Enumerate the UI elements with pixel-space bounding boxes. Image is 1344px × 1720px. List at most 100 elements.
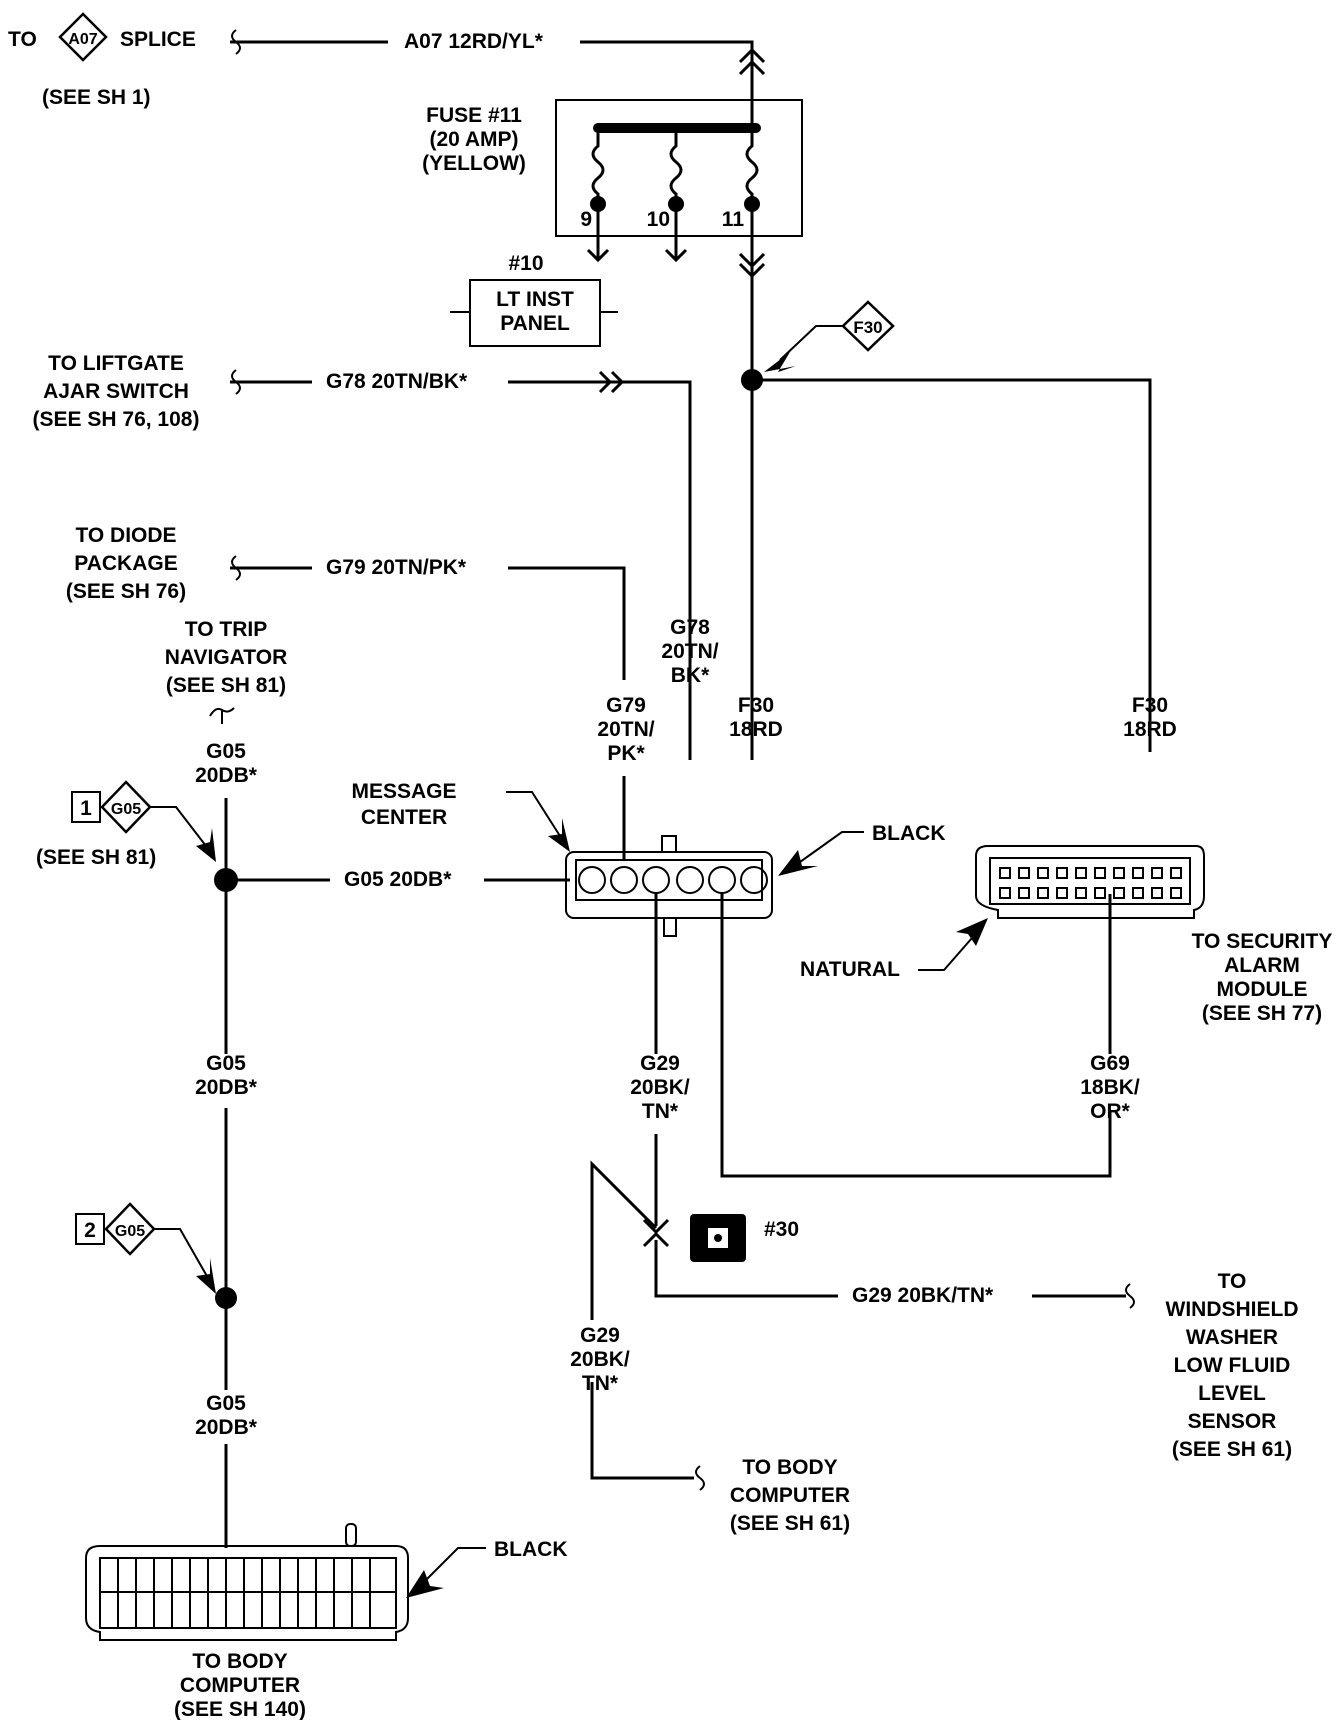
fuse-element-10	[669, 128, 683, 204]
bc1-label-1: TO BODY	[742, 1456, 837, 1479]
msg-label-2: CENTER	[361, 806, 447, 829]
g29-a-2: 20BK/	[630, 1076, 690, 1099]
f30-pointer-arrow	[764, 352, 796, 372]
a07-wire-label: A07 12RD/YL*	[404, 30, 544, 53]
f30-wire-alarm	[752, 378, 1152, 752]
black-msg-label: BLACK	[872, 822, 946, 845]
g78-v-1: G78	[670, 616, 710, 639]
splice2-num: 2	[84, 1219, 96, 1242]
bc2-label-2: COMPUTER	[180, 1674, 300, 1697]
a07-feed: TO A07 SPLICE (SEE SH 1) A07 12RD/YL*	[8, 12, 766, 124]
fuse-label-2: (20 AMP)	[429, 128, 518, 151]
liftgate-label-1: TO LIFTGATE	[48, 352, 184, 375]
g78-v-3: BK*	[671, 664, 710, 687]
panel-box	[469, 279, 601, 347]
g78-connector	[598, 370, 625, 394]
msg-connector-key-bottom	[663, 917, 677, 937]
bc1-label-2: COMPUTER	[730, 1484, 850, 1507]
trip-label-2: NAVIGATOR	[165, 646, 288, 669]
bc2-label-1: TO BODY	[192, 1650, 287, 1673]
g79-v-1: G79	[606, 694, 646, 717]
fuse-element-11	[745, 128, 759, 204]
trip-label-1: TO TRIP	[185, 618, 267, 641]
f30-diamond	[841, 300, 895, 352]
g05-a-1: G05	[206, 740, 246, 763]
bc2-label-3: (SEE SH 140)	[174, 1698, 306, 1720]
wash-label-4: LOW FLUID	[1174, 1354, 1291, 1377]
alarm-pins	[999, 867, 1182, 899]
wash-label-7: (SEE SH 61)	[1172, 1438, 1292, 1461]
alarm-connector: NATURAL TO SECURITY ALARM MODULE (SEE SH…	[800, 845, 1333, 1025]
g69-label-2: 18BK/	[1080, 1076, 1140, 1099]
f30-tag: F30	[853, 318, 882, 337]
liftgate-label-2: AJAR SWITCH	[43, 380, 189, 403]
body-computer-140: BLACK TO BODY COMPUTER (SEE SH 140)	[85, 1523, 568, 1720]
num30-label: #30	[764, 1218, 799, 1241]
ground-30-icon-dot	[714, 1234, 722, 1242]
splice2-pointer-arrow	[196, 1258, 216, 1294]
black-msg-pointer-arrow	[778, 850, 818, 876]
g79-v-2: 20TN/	[597, 718, 654, 741]
g29-connector-30	[642, 1218, 670, 1248]
f30-right-v-2: 18RD	[1123, 718, 1177, 741]
msg-label-1: MESSAGE	[351, 780, 456, 803]
a07-tag: A07	[68, 31, 97, 48]
fuse-box	[555, 99, 803, 237]
a07-connector	[738, 47, 766, 76]
splice-label: SPLICE	[120, 28, 196, 51]
diode-label-1: TO DIODE	[75, 524, 176, 547]
msg-pin-6	[740, 866, 768, 894]
g78-wire-label: G78 20TN/BK*	[326, 370, 468, 393]
bc2-connector-body	[85, 1545, 409, 1641]
f30-v-2: 18RD	[729, 718, 783, 741]
f30-pointer-line	[779, 325, 843, 361]
pin-11-label: 11	[722, 208, 745, 231]
g05-circuit: G05 20DB* 1 G05 (SEE SH 81) G05 20DB* G0…	[36, 740, 570, 1548]
wash-label-3: WASHER	[1186, 1326, 1278, 1349]
num10-label: #10	[508, 252, 543, 275]
g05-c-2: 20DB*	[195, 1416, 258, 1439]
alarm-connector-body	[975, 845, 1205, 919]
g79-v-3: PK*	[607, 742, 645, 765]
splice1-pointer-arrow	[196, 828, 216, 862]
splice1-pointer-line	[150, 806, 207, 847]
liftgate-label-3: (SEE SH 76, 108)	[33, 408, 200, 431]
g29-a-3: TN*	[642, 1100, 679, 1123]
splice1-box	[71, 791, 101, 823]
g29-wire-right	[654, 1240, 838, 1298]
msg-connector-inner	[575, 859, 763, 901]
body-computer-61: TO BODY COMPUTER (SEE SH 61)	[730, 1456, 850, 1535]
see-sh1-label: (SEE SH 1)	[42, 86, 151, 109]
fuse-element-9	[591, 128, 605, 204]
g05-horiz-label: G05 20DB*	[344, 868, 452, 891]
trip-navigator: TO TRIP NAVIGATOR (SEE SH 81)	[165, 618, 288, 724]
to-label: TO	[8, 28, 37, 51]
msg-pin-5	[708, 866, 736, 894]
g79-wire-label: G79 20TN/PK*	[326, 556, 467, 579]
black-bc-label: BLACK	[494, 1538, 568, 1561]
g29-b-2: 20BK/	[570, 1348, 630, 1371]
msg-connector-key-top	[661, 835, 677, 853]
fuse-block: FUSE #11 (20 AMP) (YELLOW) 9 10 11	[422, 99, 803, 380]
g29-circuit: G29 20BK/ TN* G29 20BK/TN* G29 20BK/ TN*…	[570, 893, 1135, 1491]
g29-branch-lower	[590, 1382, 694, 1480]
g69-wire	[720, 893, 1112, 1178]
alarm-label-1: TO SECURITY	[1192, 930, 1333, 953]
splice2-tag: G05	[115, 1223, 145, 1240]
pin-10-label: 10	[647, 208, 670, 231]
bc1-label-3: (SEE SH 61)	[730, 1512, 850, 1535]
a07-wire-right	[580, 40, 754, 124]
alarm-label-2: ALARM	[1224, 954, 1300, 977]
msg-pointer-arrow	[548, 818, 570, 852]
g05-b-1: G05	[206, 1052, 246, 1075]
g05-c-1: G05	[206, 1392, 246, 1415]
f30-v-1: F30	[738, 694, 774, 717]
pin-9-label: 9	[580, 208, 592, 231]
wash-label-6: SENSOR	[1188, 1410, 1277, 1433]
alarm-label-3: MODULE	[1217, 978, 1308, 1001]
splice2-box	[75, 1213, 105, 1245]
f30-connector	[738, 252, 766, 279]
see-sh81-label: (SEE SH 81)	[36, 846, 156, 869]
panel-label-1: LT INST	[496, 288, 574, 311]
